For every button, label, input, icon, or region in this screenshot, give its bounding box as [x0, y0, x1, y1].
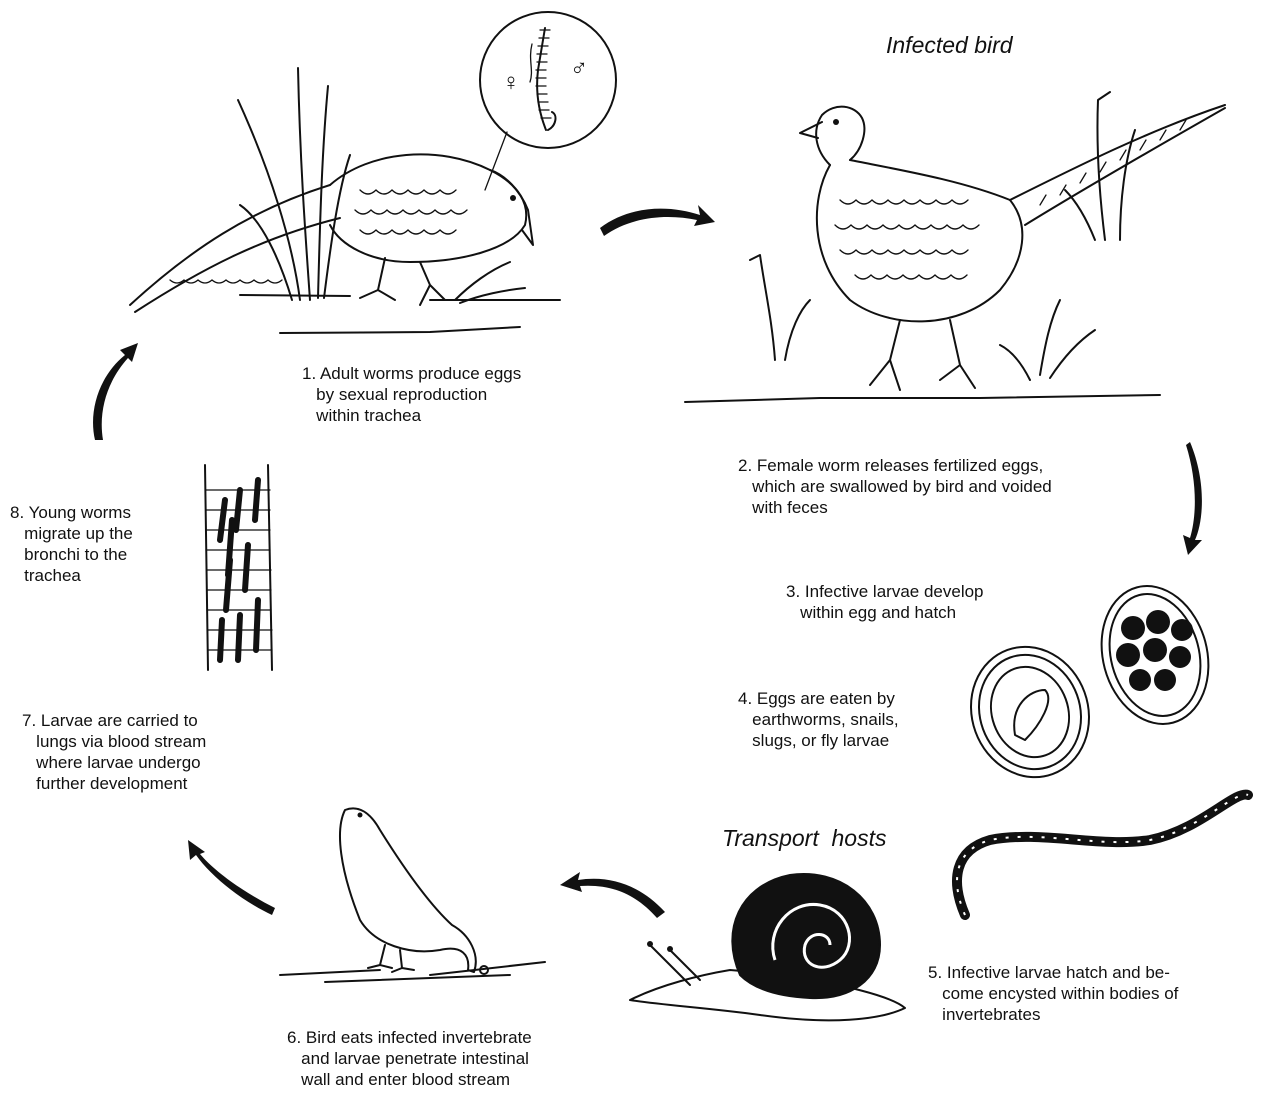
arrow-2-to-3 — [1183, 442, 1202, 555]
step-7-label: 7. Larvae are carried to lungs via blood… — [22, 710, 282, 794]
heading-infected-bird: Infected bird — [886, 32, 1013, 59]
arrow-1-to-2 — [600, 205, 715, 236]
male-symbol: ♂ — [570, 58, 588, 79]
female-symbol: ♀ — [502, 72, 520, 93]
snail-drawing — [630, 874, 905, 1020]
step-8-label: 8. Young worms migrate up the bronchi to… — [10, 502, 200, 586]
earthworm-drawing — [957, 795, 1248, 915]
trachea-worms-inset — [480, 12, 616, 190]
bronchi-worms-drawing — [205, 465, 272, 670]
arrow-8-to-1 — [93, 343, 138, 440]
arrow-5-to-6 — [560, 872, 665, 918]
hen-pheasant-drawing — [130, 68, 560, 333]
step-3-label: 3. Infective larvae develop within egg a… — [786, 581, 1066, 623]
step-1-label: 1. Adult worms produce eggs by sexual re… — [302, 363, 602, 426]
heading-transport-hosts: Transport hosts — [722, 825, 886, 852]
step-5-label: 5. Infective larvae hatch and be- come e… — [928, 962, 1258, 1025]
step-4-label: 4. Eggs are eaten by earthworms, snails,… — [738, 688, 968, 751]
cock-pheasant-drawing — [685, 92, 1225, 402]
egg-with-larva — [953, 630, 1107, 794]
arrow-6-to-7 — [188, 840, 275, 915]
pecking-bird-drawing — [280, 808, 545, 982]
egg-with-cells — [1087, 574, 1224, 736]
step-2-label: 2. Female worm releases fertilized eggs,… — [738, 455, 1158, 518]
step-6-label: 6. Bird eats infected invertebrate and l… — [287, 1027, 627, 1090]
